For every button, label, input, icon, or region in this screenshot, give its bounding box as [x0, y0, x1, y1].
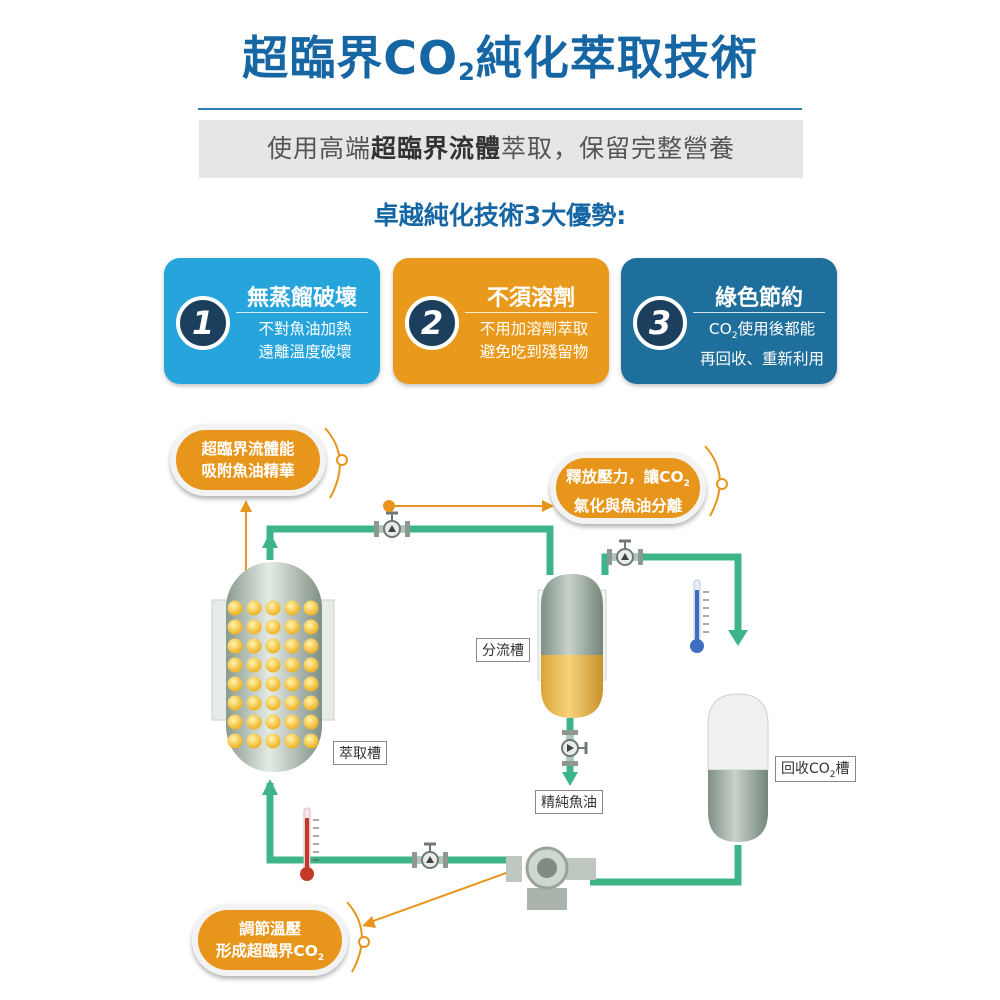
- valve-icon: [374, 511, 410, 538]
- title-divider: [198, 108, 802, 110]
- oil-droplet: [284, 733, 300, 749]
- advantage-body-2: 不用加溶劑萃取避免吃到殘留物: [479, 320, 589, 361]
- advantages-heading: 卓越純化技術3大優勢:: [373, 201, 627, 230]
- oil-droplet: [246, 600, 262, 616]
- label-separator-tank: 分流槽: [476, 638, 530, 662]
- flow-arrows: [262, 532, 748, 795]
- oil-droplet: [227, 657, 243, 673]
- advantage-title-2: 不須溶劑: [486, 286, 575, 311]
- advantage-card-3: 3 綠色節約 CO2使用後都能 再回收、重新利用: [621, 258, 837, 384]
- oil-droplet: [246, 733, 262, 749]
- oil-droplet: [284, 714, 300, 730]
- callout-release: 釋放壓力，讓CO2 氣化與魚油分離: [550, 452, 706, 524]
- oil-droplet: [303, 676, 319, 692]
- advantage-card-1: 1 無蒸餾破壞 不對魚油加熱遠離溫度破壞: [164, 258, 380, 384]
- indicator-dot: [383, 500, 395, 512]
- card-divider: [236, 312, 368, 313]
- leader-arrow-up: [240, 500, 252, 512]
- oil-droplet: [303, 638, 319, 654]
- valves: [374, 500, 643, 869]
- oil-droplet: [265, 714, 281, 730]
- oil-droplet: [265, 657, 281, 673]
- oil-droplet: [246, 676, 262, 692]
- oil-droplet: [227, 600, 243, 616]
- fish-oil-droplets: [227, 600, 319, 749]
- arrow-up-left-top: [262, 532, 278, 548]
- label-pure-fish-oil: 精純魚油: [535, 790, 603, 814]
- advantage-number-2: 2: [405, 296, 459, 350]
- extraction-tank: [211, 562, 335, 772]
- oil-droplet: [303, 600, 319, 616]
- oil-droplet: [246, 619, 262, 635]
- advantage-number-3: 3: [633, 296, 687, 350]
- page-title: 超臨界CO2純化萃取技術: [242, 31, 758, 86]
- oil-droplet: [265, 733, 281, 749]
- leader-arrow-right: [542, 500, 554, 512]
- oil-droplet: [227, 714, 243, 730]
- oil-droplet: [227, 638, 243, 654]
- oil-droplet: [284, 695, 300, 711]
- oil-droplet: [246, 638, 262, 654]
- callout-dot: [336, 454, 348, 466]
- callout-adsorb: 超臨界流體能吸附魚油精華: [170, 424, 326, 496]
- separator-tank: [537, 574, 607, 718]
- arrow-down-oil: [562, 772, 578, 786]
- callout-dot: [358, 936, 370, 948]
- oil-droplet: [303, 714, 319, 730]
- callout-adjust: 調節溫壓 形成超臨界CO2: [192, 904, 348, 976]
- oil-droplet: [227, 733, 243, 749]
- valve-icon: [561, 730, 588, 766]
- oil-droplet: [284, 600, 300, 616]
- advantage-card-2: 2 不須溶劑 不用加溶劑萃取避免吃到殘留物: [393, 258, 609, 384]
- oil-droplet: [303, 657, 319, 673]
- oil-droplet: [265, 600, 281, 616]
- oil-droplet: [284, 638, 300, 654]
- oil-droplet: [284, 676, 300, 692]
- oil-droplet: [303, 619, 319, 635]
- recovery-tank: [707, 693, 769, 842]
- advantage-body-1: 不對魚油加熱遠離溫度破壞: [258, 320, 352, 361]
- oil-droplet: [265, 676, 281, 692]
- card-divider: [693, 312, 825, 313]
- callout-dot: [716, 478, 728, 490]
- oil-droplet: [284, 619, 300, 635]
- oil-droplet: [265, 638, 281, 654]
- subtitle-banner: 使用高端超臨界流體萃取，保留完整營養: [199, 120, 803, 178]
- label-recovery-tank: 回收CO2槽: [775, 756, 856, 782]
- pipe-recovery-return: [590, 845, 742, 886]
- oil-droplet: [227, 619, 243, 635]
- pipe-network: [266, 525, 742, 886]
- oil-droplet: [265, 619, 281, 635]
- advantage-title-3: 綠色節約: [714, 286, 803, 311]
- thermometer-right: [690, 579, 709, 653]
- pump: [506, 846, 596, 910]
- oil-droplet: [227, 676, 243, 692]
- arrow-down-right: [728, 630, 748, 646]
- leader-arrow-down-left: [362, 916, 376, 928]
- oil-droplet: [284, 657, 300, 673]
- advantage-number-1: 1: [176, 296, 230, 350]
- oil-droplet: [246, 714, 262, 730]
- oil-droplet: [303, 733, 319, 749]
- arrow-up-left-bottom: [262, 779, 278, 795]
- advantage-title-1: 無蒸餾破壞: [246, 286, 357, 311]
- card-divider: [465, 312, 597, 313]
- oil-droplet: [246, 657, 262, 673]
- thermometer-left: [300, 807, 319, 881]
- oil-droplet: [227, 695, 243, 711]
- oil-droplet: [265, 695, 281, 711]
- valve-icon: [412, 842, 448, 869]
- valve-icon: [607, 539, 643, 566]
- advantage-body-3: CO2使用後都能 再回收、重新利用: [699, 320, 824, 369]
- oil-droplet: [303, 695, 319, 711]
- oil-droplet: [246, 695, 262, 711]
- pipe-separator-to-recovery: [601, 553, 742, 635]
- label-extraction-tank: 萃取槽: [333, 741, 387, 765]
